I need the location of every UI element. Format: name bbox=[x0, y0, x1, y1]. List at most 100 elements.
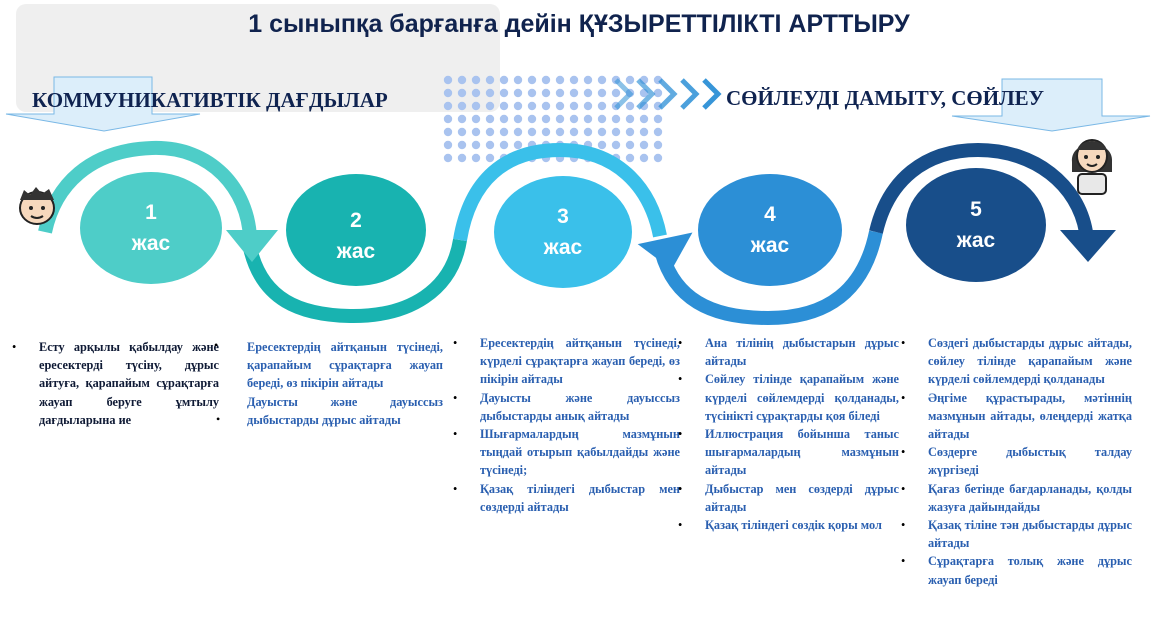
dot bbox=[555, 101, 565, 111]
list-item: Әңгіме құрастырады, мәтіннің мазмұнын ай… bbox=[901, 389, 1132, 444]
dot bbox=[569, 127, 579, 137]
age-unit: жас bbox=[750, 234, 790, 257]
dot bbox=[471, 88, 481, 98]
dot bbox=[499, 140, 509, 150]
list-item: Ересектердің айтқанын түсінеді, қарапайы… bbox=[247, 340, 443, 391]
age-circle-5: 5 жас bbox=[906, 168, 1046, 282]
arrow-down-icon bbox=[951, 78, 1151, 132]
dot bbox=[499, 88, 509, 98]
dot bbox=[597, 101, 607, 111]
dot bbox=[541, 127, 551, 137]
column-age-3: Ересектердің айтқанын түсінеді, күрделі … bbox=[453, 334, 680, 516]
list-item: Дауысты және дауыссыз дыбыстарды дұрыс а… bbox=[247, 394, 443, 427]
dot-grid-icon bbox=[443, 75, 663, 163]
column-age-1: Есту арқылы қабылдау және ересектерді тү… bbox=[12, 338, 219, 429]
girl-face-icon bbox=[1071, 139, 1113, 195]
age-number: 3 bbox=[557, 205, 569, 228]
dot bbox=[513, 88, 523, 98]
dot bbox=[457, 88, 467, 98]
list-item: Сөздегі дыбыстарды дұрыс айтады, сөйлеу … bbox=[901, 334, 1132, 389]
age-unit: жас bbox=[131, 232, 171, 255]
dot bbox=[555, 127, 565, 137]
bullet: • bbox=[214, 338, 219, 352]
age-circle-1: 1 жас bbox=[80, 172, 222, 284]
dot bbox=[583, 114, 593, 124]
dot bbox=[653, 140, 663, 150]
age-unit: жас bbox=[543, 236, 583, 259]
dot bbox=[471, 75, 481, 85]
dot bbox=[639, 127, 649, 137]
dot bbox=[513, 140, 523, 150]
dot bbox=[457, 140, 467, 150]
dot bbox=[541, 88, 551, 98]
column-age-4: Ана тілінің дыбыстарын дұрыс айтады Сөйл… bbox=[678, 334, 899, 534]
dot bbox=[569, 114, 579, 124]
dot bbox=[485, 88, 495, 98]
dot bbox=[639, 114, 649, 124]
process-arcs bbox=[38, 140, 1116, 326]
list-item: Қазақ тіліне тән дыбыстарды дұрыс айтады bbox=[901, 516, 1132, 552]
dot bbox=[499, 75, 509, 85]
age-unit: жас bbox=[336, 240, 376, 263]
dot bbox=[541, 75, 551, 85]
dot bbox=[485, 75, 495, 85]
column-age-5: Сөздегі дыбыстарды дұрыс айтады, сөйлеу … bbox=[901, 334, 1132, 589]
dot bbox=[527, 101, 537, 111]
list-item: Қазақ тіліндегі сөздік қоры мол bbox=[678, 516, 899, 534]
dot bbox=[555, 114, 565, 124]
dot bbox=[639, 153, 649, 163]
dot bbox=[625, 75, 635, 85]
dot bbox=[527, 127, 537, 137]
dot bbox=[513, 101, 523, 111]
dot bbox=[471, 140, 481, 150]
dot bbox=[569, 101, 579, 111]
dot bbox=[471, 127, 481, 137]
age-number: 1 bbox=[145, 201, 157, 224]
dot bbox=[597, 75, 607, 85]
dot bbox=[443, 114, 453, 124]
list-item: Иллюстрация бойынша таныс шығармалардың … bbox=[678, 425, 899, 480]
age-circle-4: 4 жас bbox=[698, 174, 842, 286]
dot bbox=[485, 153, 495, 163]
dot bbox=[471, 153, 481, 163]
dot bbox=[513, 127, 523, 137]
dot bbox=[457, 101, 467, 111]
dot bbox=[611, 140, 621, 150]
dot bbox=[611, 88, 621, 98]
age-circle-2: 2 жас bbox=[286, 174, 426, 286]
dot bbox=[485, 114, 495, 124]
dot bbox=[443, 140, 453, 150]
dot bbox=[583, 75, 593, 85]
dot bbox=[527, 114, 537, 124]
dot bbox=[485, 101, 495, 111]
dot bbox=[597, 127, 607, 137]
dot bbox=[527, 88, 537, 98]
dot bbox=[499, 101, 509, 111]
right-heading: СӨЙЛЕУДІ ДАМЫТУ, СӨЙЛЕУ bbox=[726, 86, 1045, 110]
dot bbox=[569, 75, 579, 85]
dot bbox=[625, 101, 635, 111]
dot bbox=[471, 101, 481, 111]
age-unit: жас bbox=[956, 229, 996, 252]
list-item: Ана тілінің дыбыстарын дұрыс айтады bbox=[678, 334, 899, 370]
age-circle-3: 3 жас bbox=[494, 176, 632, 288]
boy-face-icon bbox=[19, 187, 55, 225]
list-item: Есту арқылы қабылдау және ересектерді тү… bbox=[12, 338, 219, 429]
dot bbox=[443, 127, 453, 137]
dot bbox=[499, 114, 509, 124]
list-item: Сөйлеу тілінде қарапайым және күрделі сө… bbox=[678, 370, 899, 425]
dot bbox=[527, 75, 537, 85]
dot bbox=[583, 88, 593, 98]
dot bbox=[443, 153, 453, 163]
dot bbox=[499, 127, 509, 137]
dot bbox=[485, 140, 495, 150]
dot bbox=[443, 75, 453, 85]
dot bbox=[597, 140, 607, 150]
dot bbox=[653, 153, 663, 163]
dot bbox=[443, 101, 453, 111]
arrow-down-icon bbox=[5, 76, 201, 132]
dot bbox=[555, 75, 565, 85]
column-age-2: Ересектердің айтқанын түсінеді, қарапайы… bbox=[247, 338, 443, 429]
left-heading: КОММУНИКАТИВТІК ДАҒДЫЛАР bbox=[32, 88, 388, 112]
